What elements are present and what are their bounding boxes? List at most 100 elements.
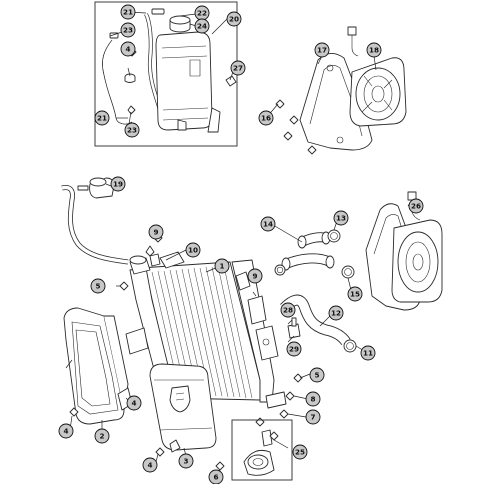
callout-circle: [208, 469, 224, 484]
callout-26[interactable]: 26: [408, 198, 424, 214]
radiator-side-bracket: [125, 327, 149, 355]
callout-1[interactable]: 1: [214, 258, 230, 274]
sensor-inset: [231, 419, 293, 481]
callout-10[interactable]: 10: [185, 242, 201, 258]
callout-label: 7: [310, 413, 315, 422]
callout-label: 4: [63, 427, 68, 436]
coolant-hoses: [274, 229, 357, 353]
callout-2[interactable]: 2: [94, 428, 110, 444]
callout-circle: [120, 41, 136, 57]
callout-circle: [258, 110, 274, 126]
callout-4d[interactable]: 4: [142, 457, 158, 473]
callout-circle: [247, 268, 263, 284]
callout-3[interactable]: 3: [178, 453, 194, 469]
callout-label: 17: [317, 46, 327, 55]
callout-4c[interactable]: 4: [58, 423, 74, 439]
callout-15[interactable]: 15: [347, 286, 363, 302]
callout-label: 19: [113, 180, 123, 189]
fan-wire: [351, 34, 359, 57]
callout-label: 5: [314, 371, 319, 380]
callout-6[interactable]: 6: [208, 469, 224, 484]
callout-label: 5: [95, 282, 100, 291]
callout-circle: [292, 444, 308, 460]
callout-circle: [142, 457, 158, 473]
callout-24[interactable]: 24: [194, 18, 210, 34]
callout-label: 15: [350, 290, 360, 299]
callout-label: 26: [411, 202, 421, 211]
callout-circle: [194, 18, 210, 34]
spoiler-panel: [63, 307, 125, 425]
callout-circle: [214, 258, 230, 274]
callout-circle: [309, 367, 325, 383]
callout-5a[interactable]: 5: [90, 278, 106, 294]
wire-connector: [347, 26, 357, 36]
callout-23b[interactable]: 23: [124, 122, 140, 138]
callout-circle: [178, 453, 194, 469]
bolt: [119, 281, 129, 291]
tank-bolt: [225, 75, 237, 87]
callout-circle: [185, 242, 201, 258]
callout-label: 12: [331, 309, 341, 318]
callout-label: 21: [97, 114, 107, 123]
callout-14[interactable]: 14: [260, 216, 276, 232]
callout-label: 22: [197, 9, 207, 18]
callout-19[interactable]: 19: [110, 176, 126, 192]
shroud-screw: [275, 99, 285, 109]
callout-circle: [230, 60, 246, 76]
callout-label: 28: [283, 306, 293, 315]
callout-16[interactable]: 16: [258, 110, 274, 126]
callout-29[interactable]: 29: [286, 341, 302, 357]
callout-22[interactable]: 22: [194, 5, 210, 21]
callout-28[interactable]: 28: [280, 302, 296, 318]
callout-label: 16: [261, 114, 271, 123]
callout-11[interactable]: 11: [360, 345, 376, 361]
callout-circle: [124, 122, 140, 138]
callout-23a[interactable]: 23: [120, 22, 136, 38]
callout-9b[interactable]: 9: [247, 268, 263, 284]
callout-circle: [408, 198, 424, 214]
callout-label: 18: [369, 46, 379, 55]
callout-label: 3: [183, 457, 188, 466]
callout-27[interactable]: 27: [230, 60, 246, 76]
callout-20[interactable]: 20: [226, 11, 242, 27]
callout-4b[interactable]: 4: [126, 395, 142, 411]
hose-clamp-11: [343, 339, 357, 353]
inset-frame-25: [231, 419, 293, 481]
callout-circle: [305, 409, 321, 425]
callout-17[interactable]: 17: [314, 42, 330, 58]
callout-7[interactable]: 7: [305, 409, 321, 425]
callout-label: 25: [295, 448, 305, 457]
hose-clamp-13: [327, 229, 341, 243]
callout-label: 13: [336, 214, 346, 223]
callout-label: 10: [188, 246, 198, 255]
callout-13[interactable]: 13: [333, 210, 349, 226]
callout-circle: [226, 11, 242, 27]
callout-5b[interactable]: 5: [309, 367, 325, 383]
callout-label: 8: [310, 395, 315, 404]
callout-12[interactable]: 12: [328, 305, 344, 321]
callout-18[interactable]: 18: [366, 42, 382, 58]
hose-clamp: [151, 8, 165, 15]
callout-21a[interactable]: 21: [120, 4, 136, 20]
callout-label: 23: [123, 26, 133, 35]
callout-9a[interactable]: 9: [148, 224, 164, 240]
callout-circle: [286, 341, 302, 357]
callout-circle: [126, 395, 142, 411]
callout-21b[interactable]: 21: [94, 110, 110, 126]
radiator-spoiler: [63, 307, 133, 425]
callout-label: 4: [131, 399, 136, 408]
callout-circle: [58, 423, 74, 439]
callout-label: 11: [363, 349, 373, 358]
callout-circle: [305, 391, 321, 407]
callout-label: 4: [125, 45, 130, 54]
callout-25[interactable]: 25: [292, 444, 308, 460]
callout-label: 6: [213, 473, 218, 482]
callout-label: 9: [252, 272, 257, 281]
callout-4a[interactable]: 4: [120, 41, 136, 57]
hose-clamp-9: [274, 264, 286, 276]
shield-logo-icon: [169, 385, 191, 413]
callout-label: 27: [233, 64, 243, 73]
callout-circle: [120, 4, 136, 20]
callout-8[interactable]: 8: [305, 391, 321, 407]
callout-circle: [90, 278, 106, 294]
